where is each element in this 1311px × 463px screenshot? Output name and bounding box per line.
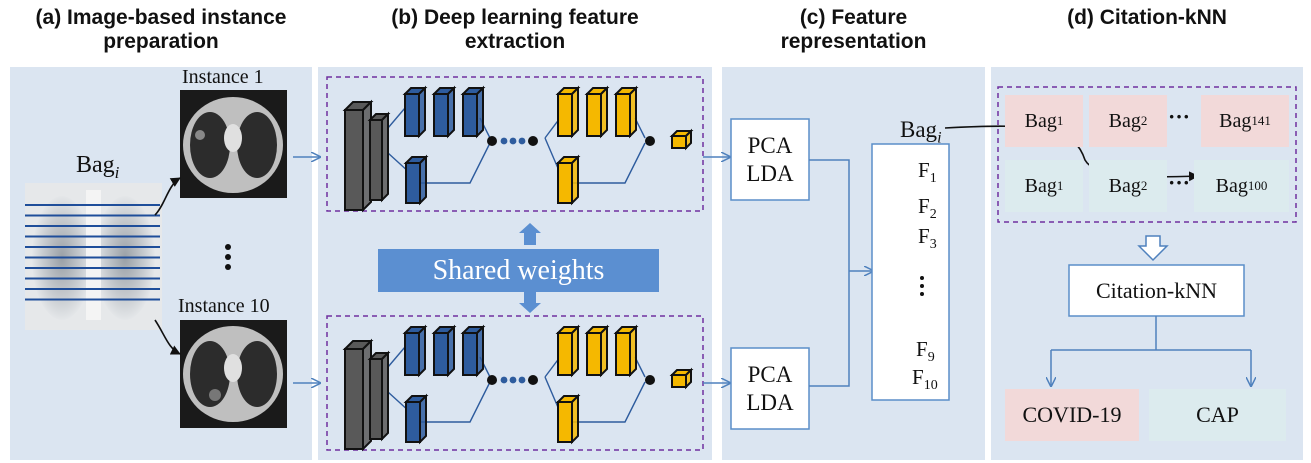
bag-collection-box — [997, 86, 1297, 223]
feature-box — [871, 143, 950, 401]
ct-slice-thumbnail-top — [180, 90, 287, 198]
arrow-to-instance-1 — [154, 177, 181, 216]
arrow-to-instance-10 — [154, 319, 181, 355]
cap-output-box — [1149, 389, 1286, 441]
feature-f9: F9 — [916, 337, 935, 366]
merge-connector — [809, 159, 850, 387]
feature-f2: F2 — [918, 194, 937, 223]
slice-lines — [25, 204, 160, 301]
shared-weights-banner — [378, 249, 659, 292]
citation-knn-box — [1068, 264, 1245, 317]
cap-ellipsis: ··· — [1168, 170, 1191, 195]
instance-10-label: Instance 10 — [178, 295, 270, 317]
instance-ellipsis — [225, 244, 231, 274]
covid-ellipsis: ··· — [1168, 104, 1191, 129]
pca-lda-box-top — [730, 118, 810, 201]
shared-weights-up-arrow — [519, 223, 541, 245]
network-box-top — [326, 76, 704, 212]
feature-f1: F1 — [918, 158, 937, 187]
ct-slice-thumbnail-bottom — [180, 320, 287, 428]
bag-i-label-c: Bagi — [900, 117, 942, 147]
covid-output-text: COVID-19 — [1022, 402, 1122, 427]
pca-lda-box-bottom — [730, 347, 810, 430]
network-top — [342, 85, 694, 213]
feature-f3: F3 — [918, 224, 937, 253]
feature-f10: F10 — [912, 365, 938, 394]
instance-1-label: Instance 1 — [182, 66, 264, 88]
hollow-down-arrow — [1137, 235, 1169, 262]
covid-output-box — [1005, 389, 1139, 441]
cap-output-text: CAP — [1196, 402, 1239, 427]
citation-knn-text: Citation-kNN — [1096, 277, 1217, 303]
shared-weights-down-arrow — [519, 292, 541, 313]
network-bottom — [342, 324, 694, 452]
shared-weights-text: Shared weights — [432, 254, 605, 286]
feature-ellipsis — [920, 276, 926, 300]
header-d: (d) Citation-kNN — [1067, 6, 1227, 29]
bag-i-label-a: Bagi — [76, 152, 120, 182]
